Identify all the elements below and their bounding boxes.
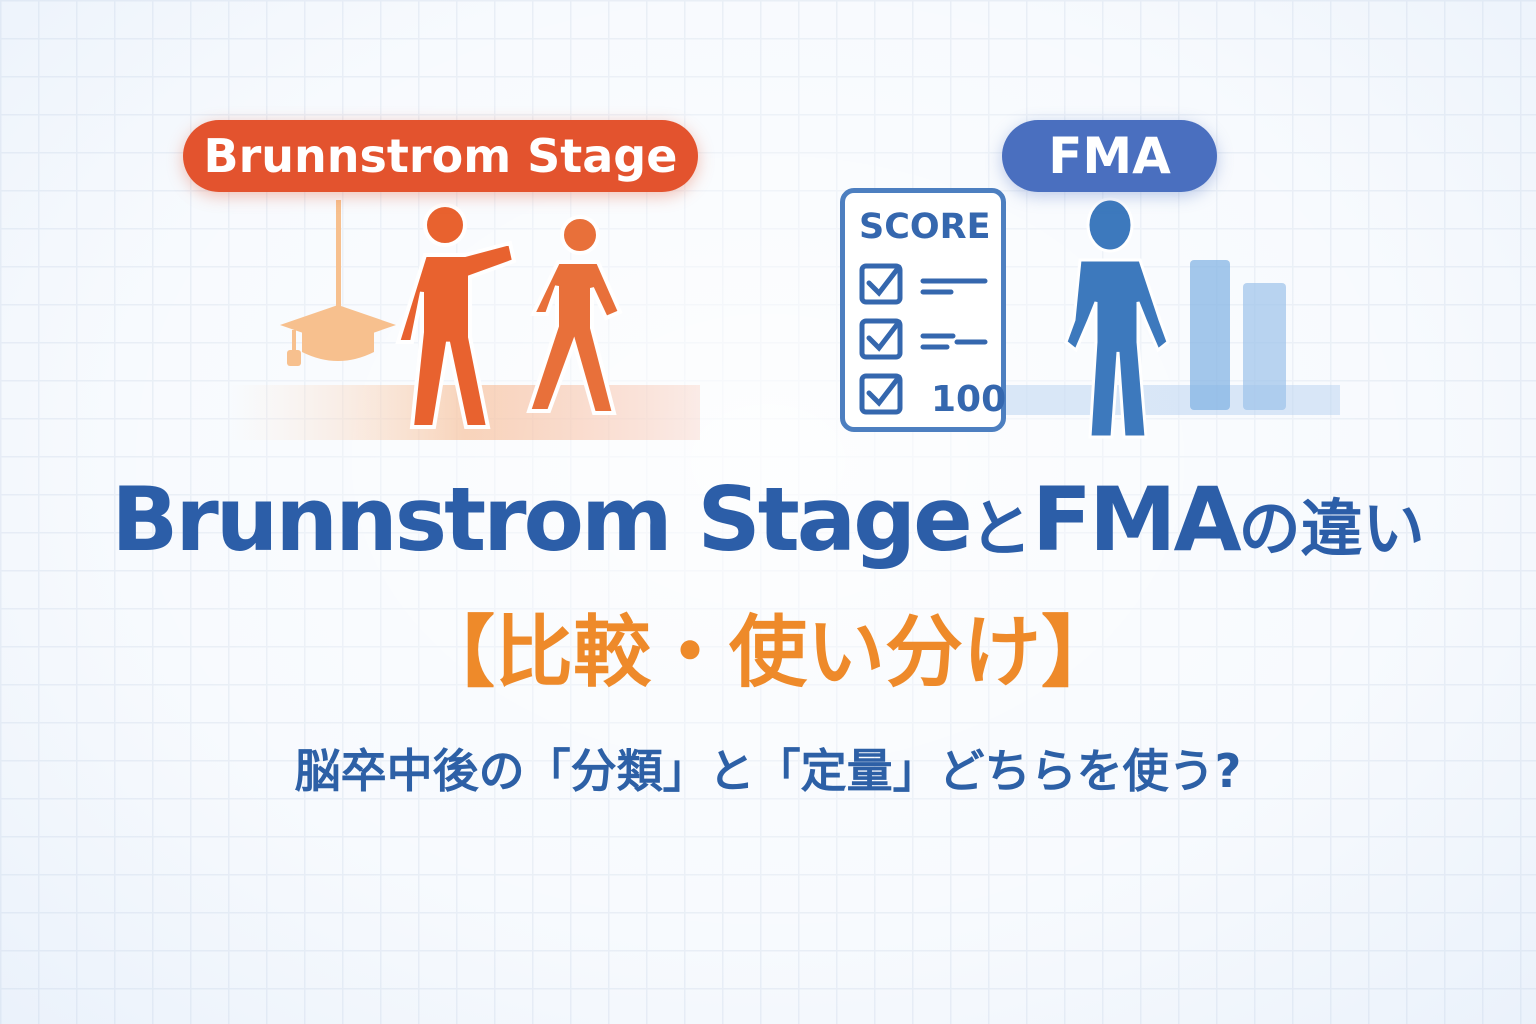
bar-chart-bar — [1243, 283, 1286, 410]
score-heading: SCORE — [859, 207, 991, 247]
person-walking-icon — [526, 215, 623, 415]
title-line2: 【比較・使い分け】 — [416, 608, 1119, 698]
body-figure-icon — [1064, 197, 1170, 439]
fma-illustration — [1000, 197, 1340, 439]
main-title: Brunnstrom StageとFMAの違い — [0, 468, 1536, 571]
brunnstrom-illustration — [230, 200, 700, 440]
checklist-icon — [859, 263, 988, 415]
person-pointing-icon — [395, 203, 517, 429]
fma-badge: FMA — [1002, 120, 1217, 192]
subtitle: 脳卒中後の「分類」と「定量」どちらを使う? — [294, 744, 1242, 798]
title-part2: FMA — [1031, 468, 1242, 571]
bar-chart-bar — [1190, 260, 1230, 410]
graduation-cap-icon — [280, 200, 396, 366]
score-card: SCORE 100 — [840, 188, 1006, 432]
score-value: 100 — [931, 379, 1007, 420]
title-part1: Brunnstrom Stage — [111, 468, 973, 571]
brunnstrom-stage-badge: Brunnstrom Stage — [183, 120, 698, 192]
title-connector1: と — [969, 492, 1032, 565]
title-connector2: の違い — [1238, 492, 1425, 565]
